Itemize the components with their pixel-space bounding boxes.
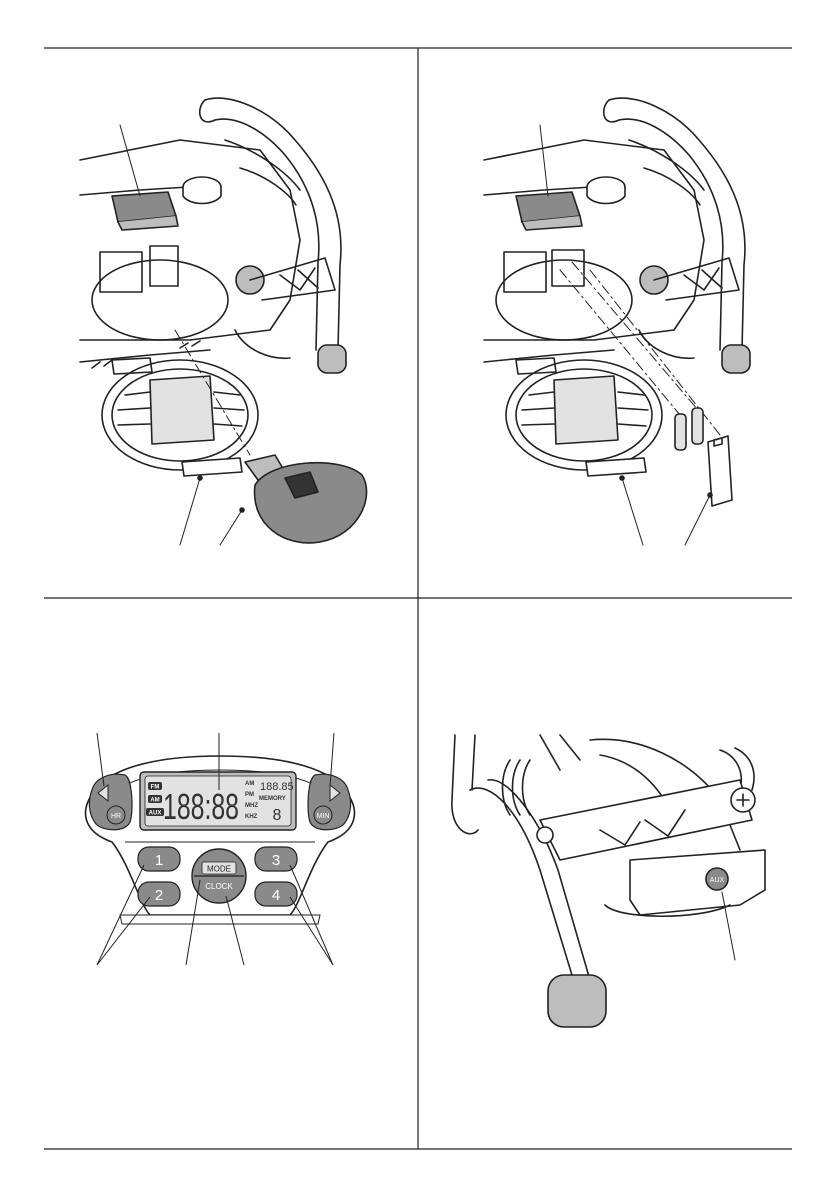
tuning-knob-side-r [587,187,625,204]
callout-battery-dot [240,508,244,512]
door-tab [182,458,242,476]
lcd-freq-small: 188.85 [260,781,294,793]
radio-body-r [484,140,704,340]
callout-preset-2 [97,897,150,965]
figure-battery-insertion [80,98,367,545]
handle-grip-r [629,140,704,205]
callout-cover [685,495,710,545]
handle-inner-r [619,119,723,350]
aa-battery-1 [675,414,686,450]
radio-body [80,140,300,340]
backup-bay [552,250,584,286]
figure-control-panel: FM AM AUX 188:88 AM PM MHZ KHZ 188.85 ME… [86,733,355,965]
lcd-pm-label: PM [245,792,254,798]
fm-label: FM [151,785,160,791]
battery-socket [100,252,142,292]
mode-label: MODE [207,865,231,874]
strut-cutouts [280,268,318,290]
tuning-knob-side [183,187,221,204]
callout-cover-dot [708,493,712,497]
hr-label: HR [111,813,121,820]
compartment-recess [92,260,228,340]
compartment-recess-r [496,260,632,340]
aux-jack-label: AUX [710,877,725,884]
preset-4-label: 4 [272,887,280,904]
callout-latch [120,125,140,196]
callout-door-r [622,478,643,545]
aa-battery-2 [692,408,703,444]
callout-door [180,478,200,545]
callout-battery [220,510,242,545]
strut-cutouts-r [684,268,722,290]
power-cord-r [639,330,694,358]
rear-foot-r [722,345,750,373]
callout-latch-r [540,125,548,196]
preset-3-label: 3 [272,852,280,869]
lcd-khz-label: KHZ [245,814,258,820]
door-tab-r [586,458,646,476]
callout-preset-4 [290,897,333,965]
frame-tube-left-inner [472,735,475,790]
front-foot [548,975,606,1027]
lcd-main-digits: 188:88 [163,786,239,827]
lcd-memory-label: MEMORY [259,796,286,802]
figure-aux-input: AUX [452,735,765,1027]
handle-cap-r [604,100,619,122]
am-band-label: AM [150,798,159,804]
clock-label: CLOCK [205,882,233,891]
power-cord [235,330,290,358]
callout-door-dot [198,476,202,480]
door-center-panel-r [554,376,618,444]
lower-housing [630,850,765,915]
panel-base [120,915,320,924]
figure-backup-batteries [484,98,750,545]
handle-grip [225,140,300,205]
lcd-mhz-label: MHZ [245,803,258,809]
lcd-am-label: AM [245,781,254,787]
battery-contact [150,246,178,286]
callout-door-r-dot [620,476,624,480]
lcd-memory-digit: 8 [273,807,282,824]
rear-tubes [540,735,580,770]
preset-1-label: 1 [155,852,163,869]
strut-pivot [537,827,553,843]
min-label: MIN [317,813,330,820]
front-leg-inner [488,780,590,980]
battery-socket-r [504,252,546,292]
handle-inner [215,119,319,350]
door-center-panel [150,376,214,444]
rear-foot [318,345,346,373]
preset-2-label: 2 [155,887,163,904]
aux-band-label: AUX [149,811,162,817]
handle-cap [200,100,215,122]
